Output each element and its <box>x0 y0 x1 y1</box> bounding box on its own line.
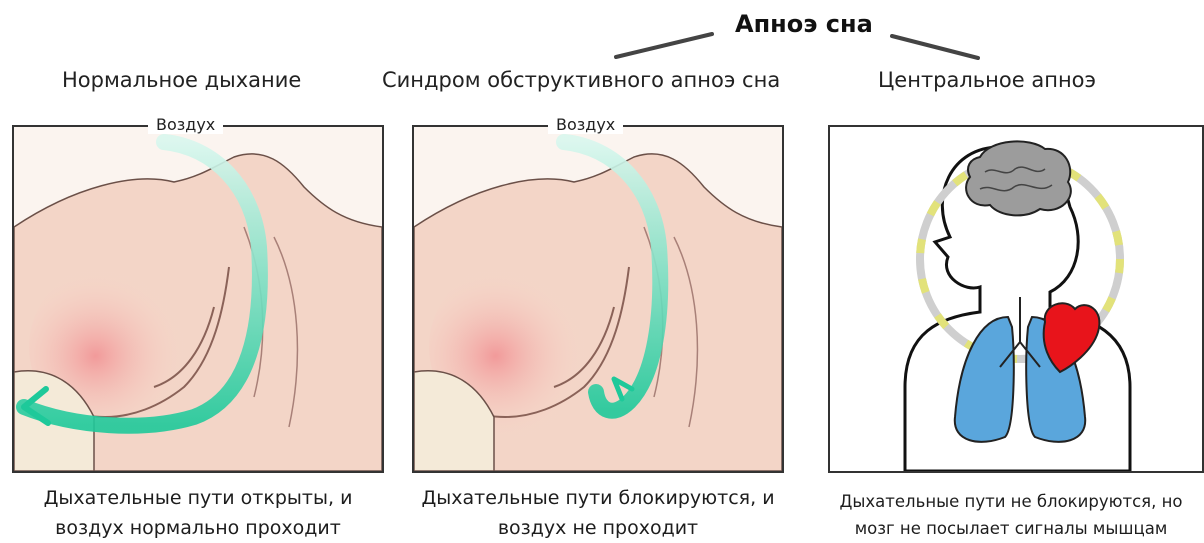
airway-illustration-open <box>14 127 382 471</box>
heading-central-apnea: Центральное апноэ <box>878 68 1096 92</box>
airway-illustration-blocked <box>414 127 782 471</box>
caption-normal: Дыхательные пути открыты, и воздух норма… <box>12 483 384 543</box>
air-label-obstructive: Воздух <box>548 115 623 134</box>
panel-central-apnea <box>828 125 1204 473</box>
heading-obstructive-apnea: Синдром обструктивного апноэ сна <box>382 68 780 92</box>
caption-obstructive: Дыхательные пути блокируются, и воздух н… <box>398 483 798 543</box>
caption-central-line2: мозг не посылает сигналы мышцам <box>818 515 1204 542</box>
central-apnea-illustration <box>830 127 1202 471</box>
air-label-normal: Воздух <box>148 115 223 134</box>
caption-obstructive-line2: воздух не проходит <box>398 513 798 543</box>
caption-normal-line2: воздух нормально проходит <box>12 513 384 543</box>
panel-obstructive-apnea <box>412 125 784 473</box>
caption-central: Дыхательные пути не блокируются, но мозг… <box>818 488 1204 542</box>
panel-normal-breathing <box>12 125 384 473</box>
caption-normal-line1: Дыхательные пути открыты, и <box>12 483 384 513</box>
caption-central-line1: Дыхательные пути не блокируются, но <box>818 488 1204 515</box>
caption-obstructive-line1: Дыхательные пути блокируются, и <box>398 483 798 513</box>
heading-normal-breathing: Нормальное дыхание <box>62 68 301 92</box>
